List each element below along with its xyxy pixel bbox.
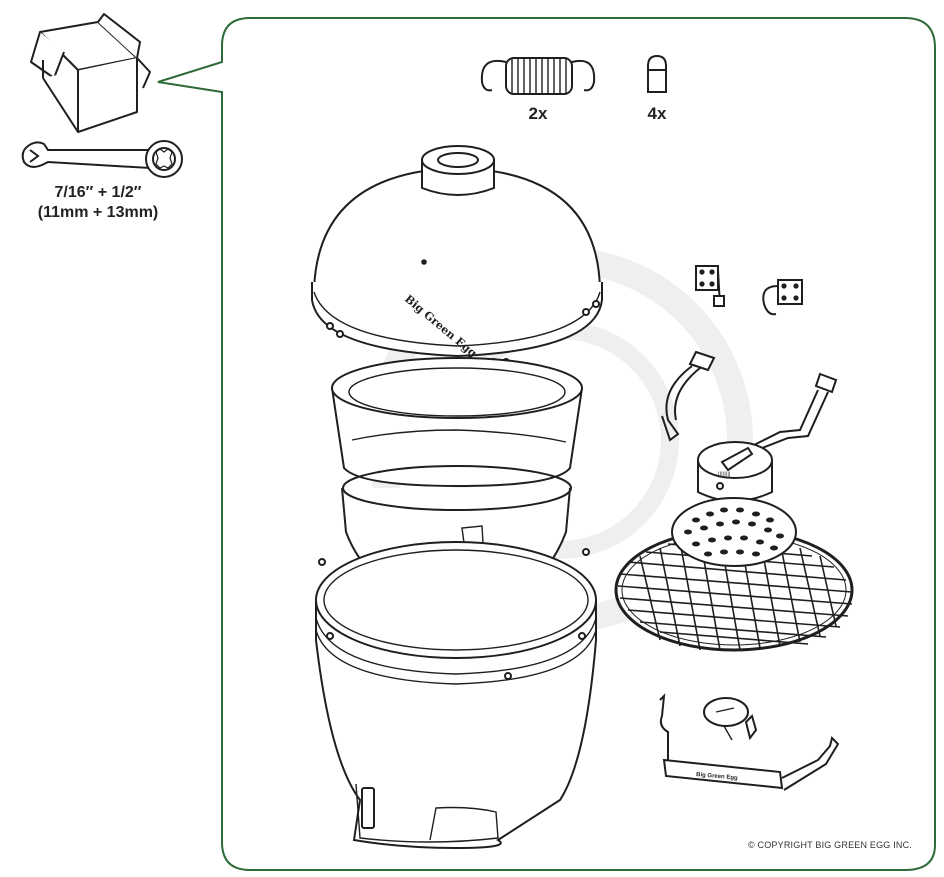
wrench-sizes: 7/16″ + 1/2″ (11mm + 13mm) (18, 183, 178, 223)
wrench-icon (21, 140, 183, 178)
bolt-icon (647, 54, 667, 93)
callout-frame (157, 17, 936, 871)
dome-lid: Big Green Egg (311, 145, 603, 366)
handle-logo: Big Green Egg (696, 772, 738, 782)
fire-ring (331, 357, 583, 488)
svg-text:||||||||: |||||||| (718, 472, 731, 478)
band-clamps (661, 350, 838, 453)
springs-quantity: 2x (528, 104, 548, 123)
handle-assembly: Big Green Egg (659, 693, 840, 791)
copyright-text: © COPYRIGHT BIG GREEN EGG INC. (748, 840, 912, 850)
egg-base (315, 541, 597, 850)
spring-icon (480, 57, 596, 95)
wrench-sizes-metric: (11mm + 13mm) (37, 204, 159, 221)
hinge-parts (695, 265, 803, 316)
top-vent: |||||||| (697, 441, 773, 502)
bolts-quantity: 4x (647, 104, 667, 123)
wrench-sizes-imperial: 7/16″ + 1/2″ (54, 184, 142, 201)
fire-grate (671, 497, 797, 567)
box-icon (30, 13, 151, 133)
